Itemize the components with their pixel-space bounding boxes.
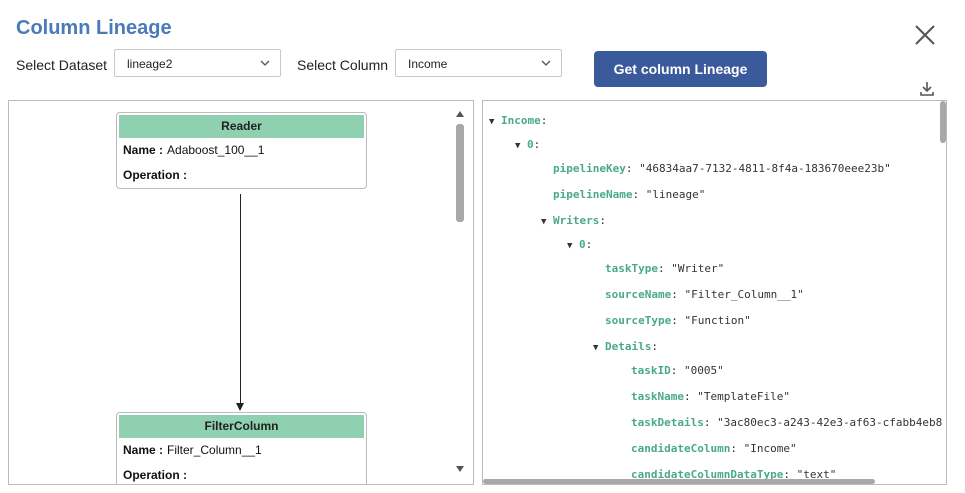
- collapse-triangle-icon[interactable]: ▼: [515, 141, 521, 151]
- json-line: candidateColumnDataType: "text": [631, 468, 837, 481]
- json-horizontal-scroll-thumb[interactable]: [483, 479, 875, 484]
- json-line[interactable]: ▼0:: [567, 238, 593, 251]
- edge-arrowhead: [236, 403, 244, 411]
- chevron-down-icon: [260, 60, 270, 66]
- lineage-edge: [240, 194, 241, 404]
- json-line: taskID: "0005": [631, 364, 724, 377]
- close-icon[interactable]: [912, 22, 938, 48]
- lineage-json-panel: ▼Income: ▼0: pipelineKey: "46834aa7-7132…: [482, 100, 947, 485]
- chevron-down-icon: [541, 60, 551, 66]
- node-name-value: Adaboost_100__1: [167, 143, 265, 157]
- column-select-value: Income: [408, 57, 448, 71]
- node-header: Reader: [119, 115, 364, 138]
- node-operation-row: Operation :: [117, 163, 366, 188]
- collapse-triangle-icon[interactable]: ▼: [541, 217, 547, 227]
- node-name-value: Filter_Column__1: [167, 443, 262, 457]
- json-line: sourceType: "Function": [605, 314, 751, 327]
- node-operation-label: Operation :: [123, 168, 188, 182]
- json-line: candidateColumn: "Income": [631, 442, 797, 455]
- lineage-node-reader[interactable]: Reader Name :Adaboost_100__1 Operation :: [116, 112, 367, 189]
- scroll-up-arrow[interactable]: [456, 111, 464, 117]
- select-dataset-label: Select Dataset: [16, 57, 108, 73]
- json-line[interactable]: ▼Details:: [593, 340, 658, 353]
- collapse-triangle-icon[interactable]: ▼: [593, 343, 599, 353]
- node-name-label: Name :: [123, 143, 164, 157]
- node-operation-row: Operation :: [117, 463, 366, 484]
- json-line[interactable]: ▼Income:: [489, 114, 548, 127]
- node-name-row: Name :Filter_Column__1: [117, 438, 366, 463]
- json-line[interactable]: ▼0:: [515, 138, 541, 151]
- node-name-row: Name :Adaboost_100__1: [117, 138, 366, 163]
- get-column-lineage-button[interactable]: Get column Lineage: [594, 51, 767, 87]
- node-header: FilterColumn: [119, 415, 364, 438]
- collapse-triangle-icon[interactable]: ▼: [567, 241, 573, 251]
- lineage-node-filtercolumn[interactable]: FilterColumn Name :Filter_Column__1 Oper…: [116, 412, 367, 484]
- json-line: taskDetails: "3ac80ec3-a243-42e3-af63-cf…: [631, 416, 943, 429]
- column-select[interactable]: Income: [395, 49, 562, 77]
- json-vertical-scroll-thumb[interactable]: [940, 101, 946, 143]
- dataset-select[interactable]: lineage2: [114, 49, 281, 77]
- json-line: pipelineName: "lineage": [553, 188, 706, 201]
- node-operation-label: Operation :: [123, 468, 188, 482]
- dataset-select-value: lineage2: [127, 57, 173, 71]
- download-icon[interactable]: [918, 80, 936, 98]
- node-name-label: Name :: [123, 443, 164, 457]
- scroll-down-arrow[interactable]: [456, 466, 464, 472]
- json-line: taskName: "TemplateFile": [631, 390, 790, 403]
- scroll-thumb[interactable]: [456, 124, 464, 222]
- dialog-title: Column Lineage: [16, 17, 172, 39]
- graph-scrollbar[interactable]: [454, 109, 466, 475]
- lineage-graph-panel: Reader Name :Adaboost_100__1 Operation :…: [8, 100, 474, 485]
- json-line: sourceName: "Filter_Column__1": [605, 288, 804, 301]
- json-line[interactable]: ▼Writers:: [541, 214, 606, 227]
- collapse-triangle-icon[interactable]: ▼: [489, 117, 495, 127]
- json-line: taskType: "Writer": [605, 262, 725, 275]
- json-line: pipelineKey: "46834aa7-7132-4811-8f4a-18…: [553, 162, 891, 175]
- select-column-label: Select Column: [297, 57, 389, 73]
